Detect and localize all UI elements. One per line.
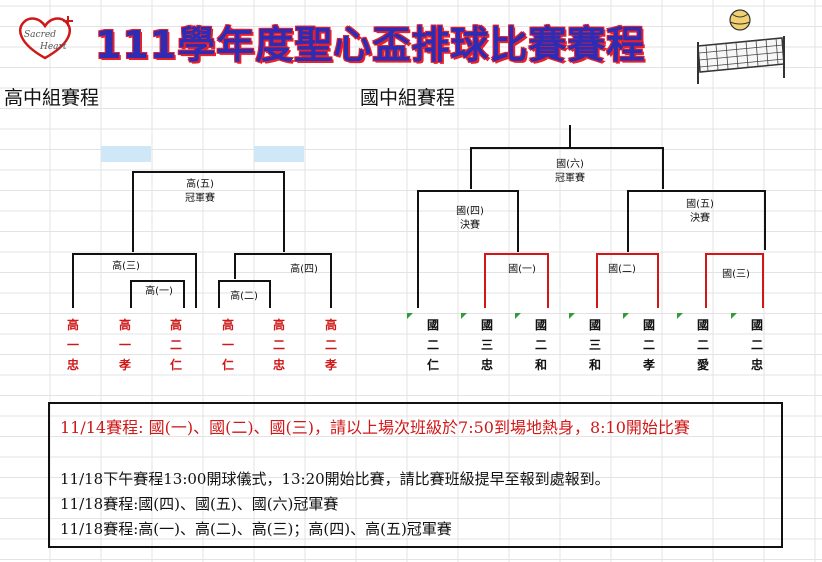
high-team-1: 高一忠 [63, 315, 83, 375]
junior-team-char: 二 [696, 338, 709, 352]
note-line-2: 11/18下午賽程13:00開球儀式，13:20開始比賽，請比賽班級提早至報到處… [60, 470, 610, 488]
note-line-3: 11/18賽程:國(四)、國(五)、國(六)冠軍賽 [60, 495, 339, 513]
junior-team-1: 國二仁 [423, 315, 443, 375]
junior-semi-5-sub: 決賽 [690, 213, 710, 224]
junior-team-char: 三 [480, 338, 493, 352]
high-team-3: 高二仁 [166, 315, 186, 375]
junior-match-2-label: 國(二) [608, 264, 636, 275]
high-team-4: 高一仁 [218, 315, 238, 375]
high-team-char: 高 [118, 318, 131, 332]
high-team-6: 高二孝 [321, 315, 341, 375]
high-team-5: 高二忠 [269, 315, 289, 375]
high-team-char: 二 [324, 338, 337, 352]
junior-team-char: 二 [426, 338, 439, 352]
junior-final-sub: 冠軍賽 [555, 173, 585, 184]
junior-team-char: 孝 [642, 358, 655, 372]
junior-team-char: 國 [534, 318, 547, 332]
junior-team-char: 國 [750, 318, 763, 332]
junior-team-char: 國 [642, 318, 655, 332]
volleyball-net-icon [697, 9, 785, 84]
high-team-char: 孝 [324, 358, 337, 372]
junior-semi-4-name: 國(四) [456, 206, 484, 217]
high-team-char: 高 [324, 318, 337, 332]
high-match-4-label: 高(四) [290, 264, 318, 275]
junior-semi-4-label: 國(四) 決賽 [446, 205, 494, 233]
highlight-cell [101, 146, 151, 162]
high-team-char: 高 [169, 318, 182, 332]
junior-team-char: 愛 [696, 358, 709, 372]
junior-team-6: 國二愛 [693, 315, 713, 375]
high-team-2: 高一孝 [115, 315, 135, 375]
high-team-char: 高 [66, 318, 79, 332]
junior-team-char: 二 [534, 338, 547, 352]
junior-team-4: 國三和 [585, 315, 605, 375]
high-team-char: 高 [221, 318, 234, 332]
high-team-char: 忠 [272, 358, 285, 372]
junior-final-name: 國(六) [556, 159, 584, 170]
high-final-sub: 冠軍賽 [185, 193, 215, 204]
highlight-cell [254, 146, 304, 162]
high-team-char: 高 [272, 318, 285, 332]
page-title: 111學年度聖心盃排球比賽賽程 [95, 23, 646, 67]
junior-match-1-label: 國(一) [508, 264, 536, 275]
high-match-2-label: 高(二) [230, 291, 258, 302]
junior-team-char: 忠 [750, 358, 763, 372]
junior-team-5: 國二孝 [639, 315, 659, 375]
heart-logo-icon [19, 16, 73, 60]
high-match-1-label: 高(一) [145, 286, 173, 297]
junior-semi-5-label: 國(五) 決賽 [676, 198, 724, 226]
high-final-name: 高(五) [186, 179, 214, 190]
logo-text-sacred: Sacred [24, 30, 56, 40]
junior-team-char: 仁 [426, 358, 439, 372]
note-line-1: 11/14賽程: 國(一)、國(二)、國(三)，請以上場次班級於7:50到場地熱… [60, 418, 690, 437]
junior-team-char: 國 [426, 318, 439, 332]
junior-team-3: 國二和 [531, 315, 551, 375]
junior-team-char: 國 [480, 318, 493, 332]
section-high-school: 高中組賽程 [4, 87, 100, 109]
junior-team-char: 忠 [480, 358, 493, 372]
high-team-char: 二 [169, 338, 182, 352]
junior-team-char: 和 [534, 358, 547, 372]
high-final-label: 高(五) 冠軍賽 [176, 178, 224, 206]
high-team-char: 仁 [169, 358, 182, 372]
junior-team-char: 二 [642, 338, 655, 352]
high-match-3-label: 高(三) [112, 261, 140, 272]
note-line-4: 11/18賽程:高(一)、高(二)、高(三)；高(四)、高(五)冠軍賽 [60, 520, 452, 538]
junior-semi-5-name: 國(五) [686, 199, 714, 210]
high-team-char: 一 [118, 338, 131, 352]
sacred-heart-logo: Sacred Heart [10, 10, 80, 62]
junior-team-char: 和 [588, 358, 601, 372]
junior-match-3-label: 國(三) [722, 269, 750, 280]
junior-team-char: 二 [750, 338, 763, 352]
high-team-char: 一 [221, 338, 234, 352]
junior-team-2: 國三忠 [477, 315, 497, 375]
junior-team-char: 國 [696, 318, 709, 332]
junior-team-char: 三 [588, 338, 601, 352]
high-team-char: 忠 [66, 358, 79, 372]
high-team-char: 孝 [118, 358, 131, 372]
junior-team-char: 國 [588, 318, 601, 332]
junior-final-label: 國(六) 冠軍賽 [546, 158, 594, 186]
high-team-char: 仁 [221, 358, 234, 372]
high-team-char: 二 [272, 338, 285, 352]
schedule-notes-box: 11/14賽程: 國(一)、國(二)、國(三)，請以上場次班級於7:50到場地熱… [48, 402, 783, 548]
junior-semi-4-sub: 決賽 [460, 220, 480, 231]
section-junior-high: 國中組賽程 [360, 87, 456, 109]
junior-team-7: 國二忠 [747, 315, 767, 375]
high-team-char: 一 [66, 338, 79, 352]
logo-text-heart: Heart [40, 42, 67, 52]
